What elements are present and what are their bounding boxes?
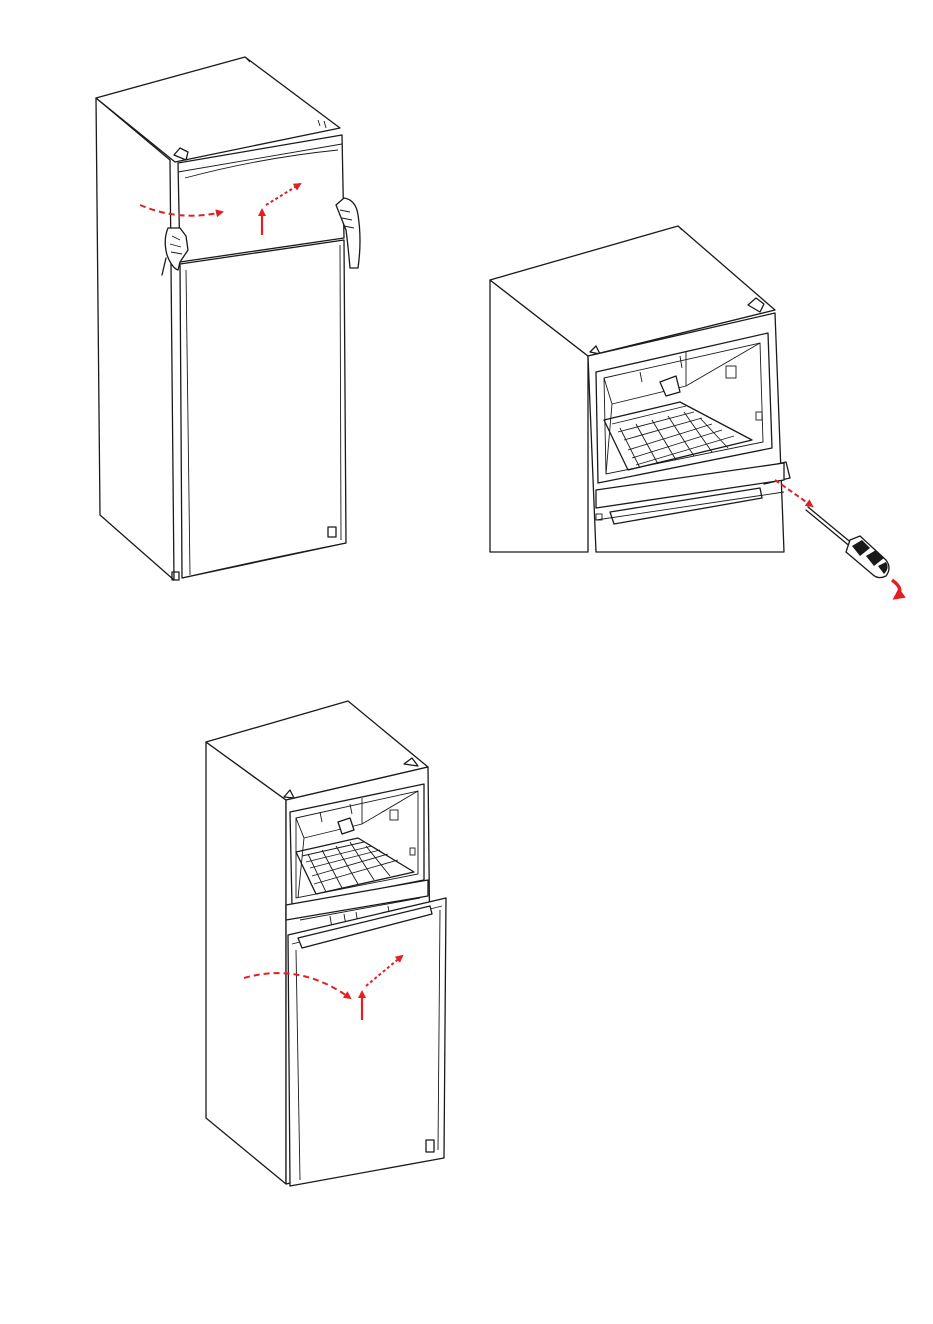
rotate-icon [892,580,900,598]
screwdriver [806,507,889,578]
cabinet-side [96,98,174,580]
figure-remove-freezer-door [96,57,360,580]
cabinet-side [206,742,286,1184]
fridge-door [180,240,346,578]
figure-unscrew-middle-hinge [490,226,900,598]
figure-remove-fridge-door [206,701,446,1186]
